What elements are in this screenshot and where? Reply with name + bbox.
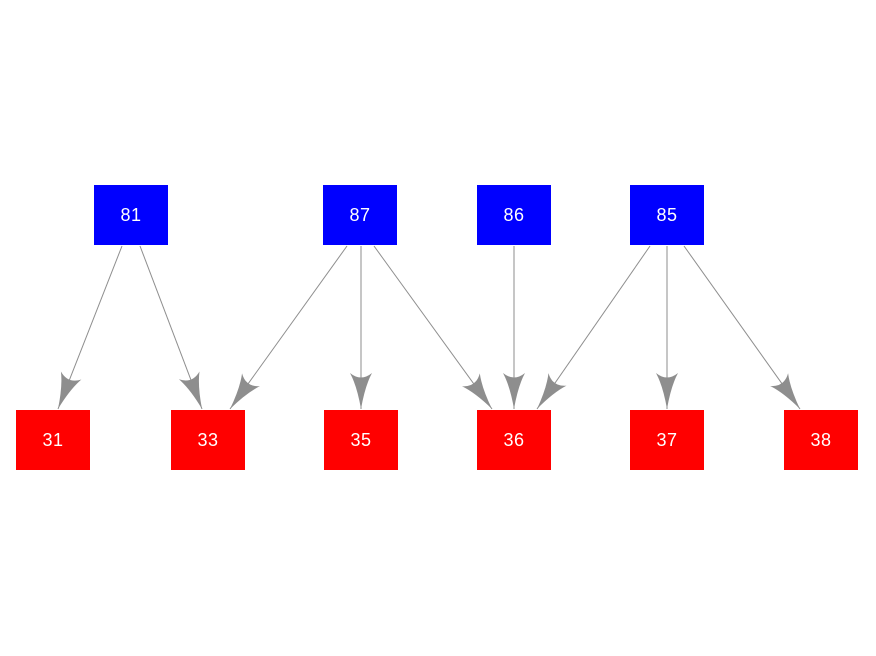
node-36: 36 [477,410,551,470]
edge-87-33 [229,245,348,410]
edge-group [57,245,801,410]
node-label: 86 [503,205,525,225]
node-31: 31 [16,410,90,470]
node-label: 38 [810,430,832,450]
node-label: 31 [42,430,64,450]
edge-87-36 [373,245,493,410]
node-label: 87 [349,205,371,225]
node-label: 37 [656,430,678,450]
node-label: 36 [503,430,525,450]
node-81: 81 [94,185,168,245]
edge-81-31 [57,245,123,410]
node-38: 38 [784,410,858,470]
node-87: 87 [323,185,397,245]
edge-81-33 [139,245,203,410]
node-label: 33 [197,430,219,450]
node-35: 35 [324,410,398,470]
edge-85-38 [683,245,801,410]
node-label: 81 [120,205,142,225]
node-label: 85 [656,205,678,225]
node-33: 33 [171,410,245,470]
node-label: 35 [350,430,372,450]
node-86: 86 [477,185,551,245]
node-37: 37 [630,410,704,470]
edge-85-36 [536,245,651,410]
node-85: 85 [630,185,704,245]
